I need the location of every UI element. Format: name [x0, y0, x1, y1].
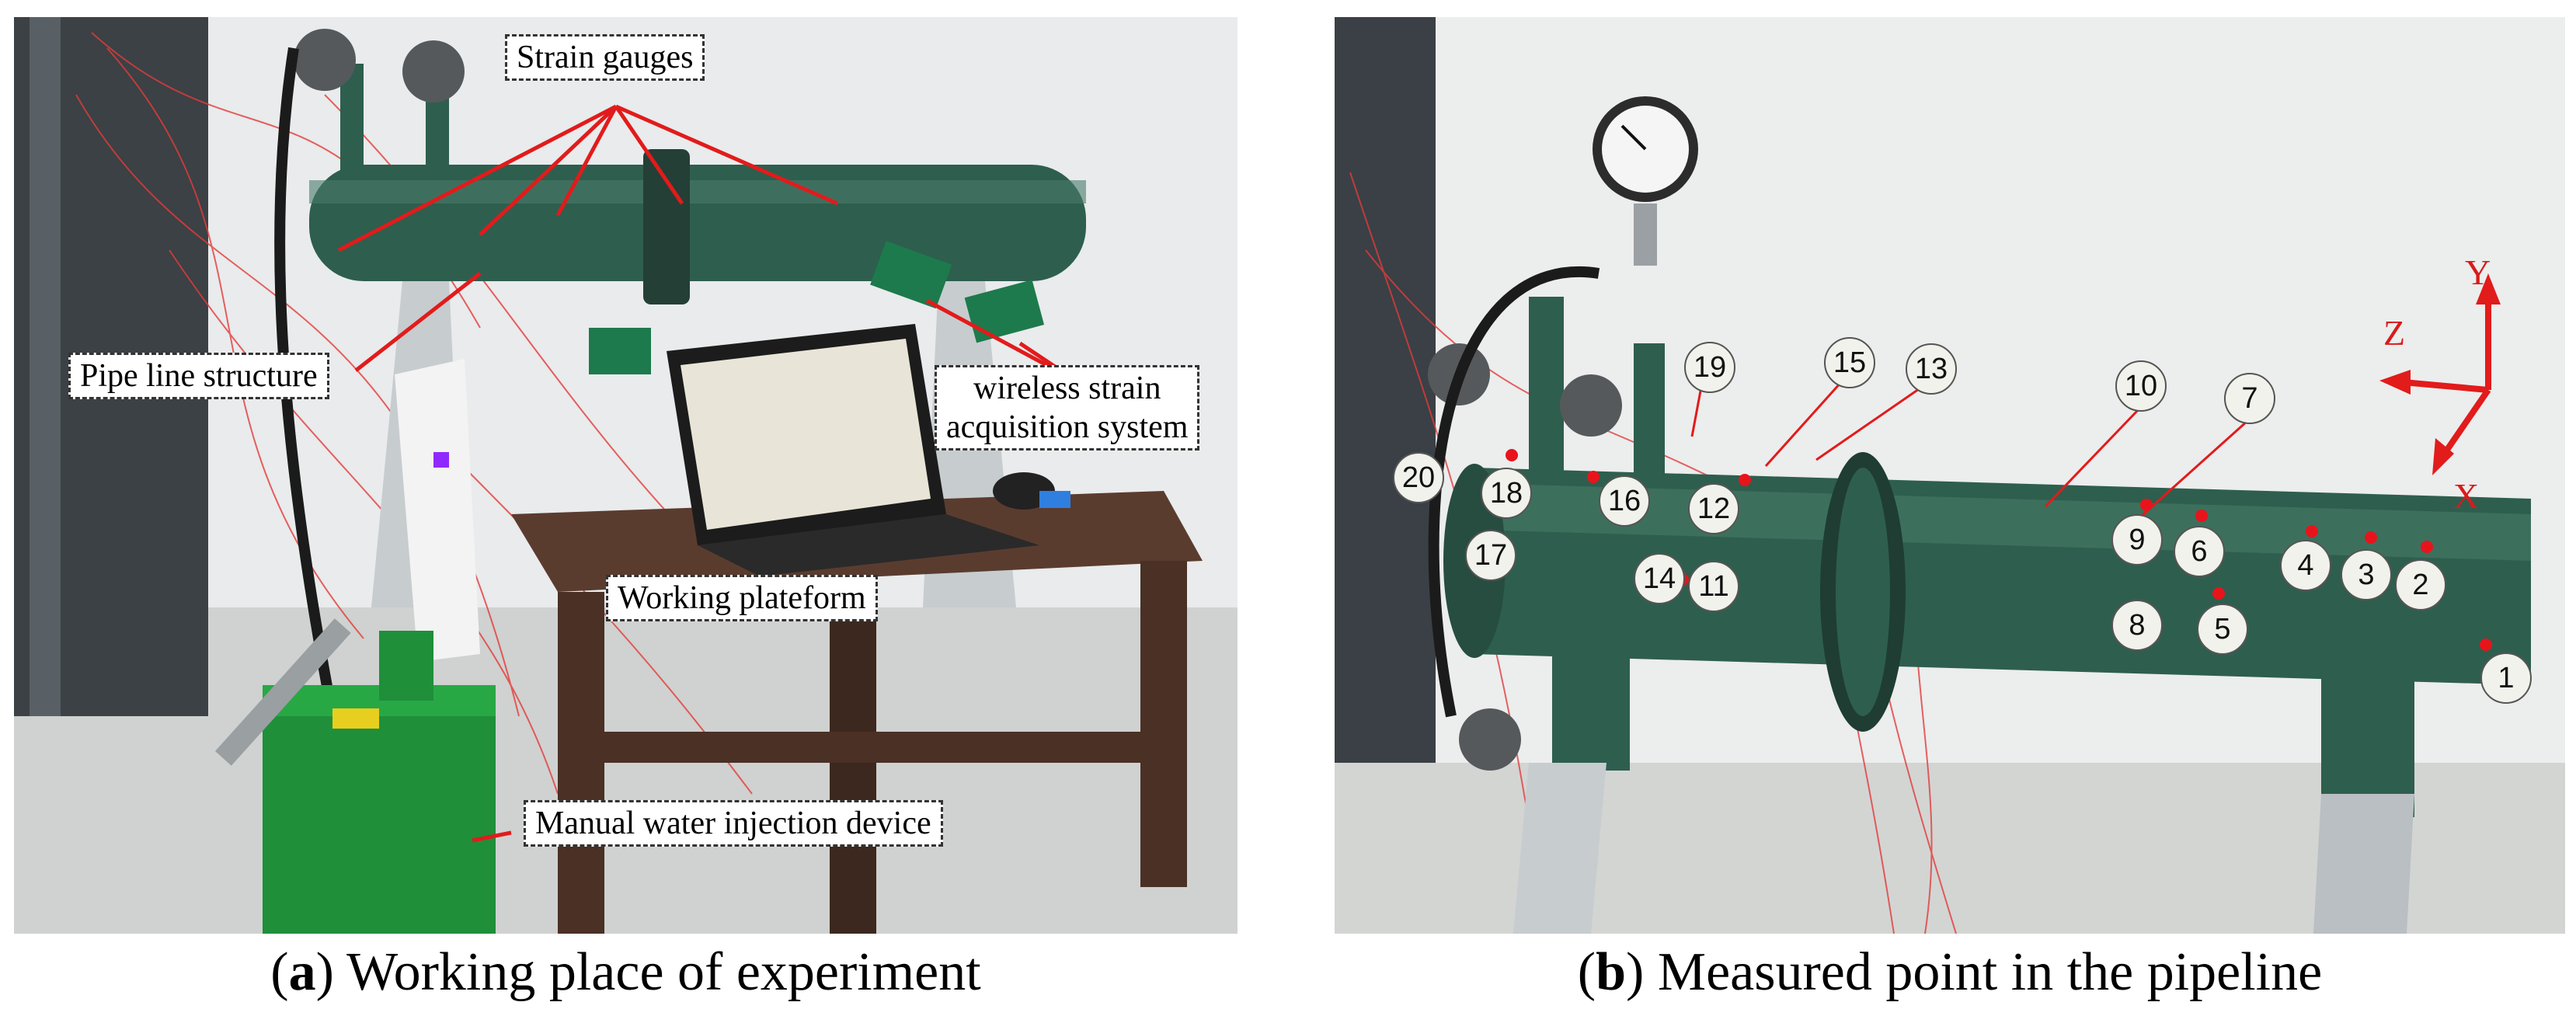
point-label-16: 16: [1599, 475, 1650, 527]
measure-dot: [2212, 587, 2225, 600]
point-label-7: 7: [2224, 373, 2275, 424]
label-wireless-line-2: acquisition system: [946, 409, 1189, 445]
point-label-3: 3: [2341, 549, 2392, 600]
caption-panel-a: (a) Working place of experiment: [270, 942, 981, 1002]
point-label-20: 20: [1393, 452, 1444, 503]
point-label-15: 15: [1824, 337, 1875, 388]
label-wireless-line-1: wireless strain: [973, 371, 1161, 406]
point-label-10: 10: [2115, 360, 2167, 412]
point-label-17: 17: [1465, 530, 1516, 581]
axis-label-z: Z: [2383, 313, 2406, 353]
measure-dot: [2480, 639, 2492, 651]
caption-a-text: Working place of experiment: [346, 942, 981, 1002]
axis-label-y: Y: [2465, 252, 2491, 292]
point-label-11: 11: [1688, 561, 1739, 612]
point-label-12: 12: [1688, 483, 1739, 534]
measure-dot: [2195, 510, 2208, 522]
photo-measured-points: Y Z X 1 2 3 4 5 6 7 8 9 10 11 12 13 14 1…: [1335, 17, 2565, 934]
point-label-14: 14: [1634, 553, 1685, 604]
point-label-2: 2: [2395, 559, 2446, 611]
measure-dot: [2140, 499, 2153, 511]
label-strain-gauges: Strain gauges: [505, 34, 705, 81]
point-label-9: 9: [2111, 514, 2163, 565]
photo-working-place-scene: [14, 17, 1238, 934]
point-label-19: 19: [1684, 342, 1735, 393]
point-label-5: 5: [2197, 604, 2248, 655]
measure-dot: [1739, 474, 1751, 486]
caption-a-letter: a: [288, 942, 316, 1002]
caption-panel-b: (b) Measured point in the pipeline: [1577, 942, 2323, 1002]
photo-measured-points-scene: [1335, 17, 2565, 934]
point-label-6: 6: [2174, 526, 2225, 577]
label-manual-water-injection: Manual water injection device: [524, 800, 943, 847]
label-wireless-strain-system: wireless strain acquisition system: [935, 365, 1200, 451]
point-label-8: 8: [2111, 600, 2163, 651]
measure-dot: [2365, 531, 2377, 544]
caption-b-letter: b: [1596, 942, 1627, 1002]
point-label-18: 18: [1481, 468, 1532, 519]
photo-working-place: Strain gauges Pipe line structure wirele…: [14, 17, 1238, 934]
coordinate-axes: [2379, 273, 2501, 475]
measure-dot: [2421, 541, 2433, 553]
label-working-platform: Working plateform: [606, 575, 878, 621]
measure-dot: [2306, 525, 2318, 538]
point-label-13: 13: [1906, 343, 1957, 395]
axis-label-x: X: [2453, 476, 2480, 516]
point-label-1: 1: [2480, 652, 2532, 704]
caption-b-text: Measured point in the pipeline: [1657, 942, 2323, 1002]
measure-dot: [1506, 449, 1518, 461]
measure-dot: [1587, 471, 1600, 483]
label-pipe-line-structure: Pipe line structure: [68, 353, 329, 399]
point-label-4: 4: [2280, 540, 2331, 591]
